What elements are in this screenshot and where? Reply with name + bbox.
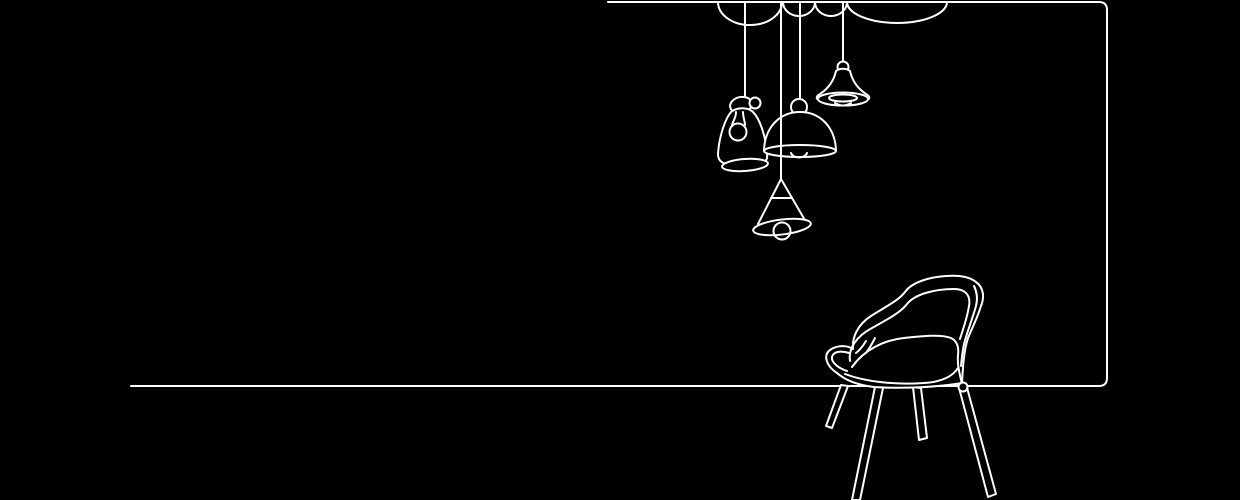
chair-leg-back-right (957, 383, 997, 498)
chair-seat-fold-line (851, 334, 963, 385)
ceiling-canopies (717, 1, 948, 26)
frame-and-floor-line (130, 1, 1108, 387)
chair-leg-front-right (912, 386, 928, 441)
cone-rim (752, 217, 812, 237)
pendant-lamp-bell (815, 60, 871, 107)
cone-bulb (772, 221, 792, 241)
chair-seat-front-line (844, 367, 959, 385)
chair-leg-front-left (851, 381, 885, 500)
chair-leg-washer (957, 381, 969, 393)
pendant-lamp-teardrop (717, 95, 769, 173)
teardrop-bulb-neck (731, 111, 746, 126)
wall-frame (130, 1, 1108, 387)
teardrop-cap-lobe (748, 96, 762, 110)
dome-rim (763, 144, 837, 158)
chair-arm-joint-lines (855, 337, 876, 354)
teardrop-bulb (728, 122, 748, 142)
dome-bulb (790, 152, 808, 159)
armchair (825, 274, 997, 500)
canopy-arc-small-right (814, 1, 848, 17)
bell-inner-rim (828, 93, 858, 103)
teardrop-bottom-rim (721, 157, 769, 173)
chair-arm-scroll-line (830, 350, 850, 372)
chair-right-wing-line (960, 285, 979, 367)
chair-inner-back-line (848, 288, 971, 362)
canopy-arc-large-left (717, 1, 783, 26)
bell-shade (815, 67, 871, 101)
pendant-lamp-dome (763, 98, 837, 159)
pendant-cords (744, 1, 844, 102)
bell-bulb (834, 102, 852, 107)
canopy-arc-large-right (846, 1, 948, 24)
chair-leg-back-left (825, 384, 849, 429)
pendant-lamp-cone (752, 1, 812, 241)
